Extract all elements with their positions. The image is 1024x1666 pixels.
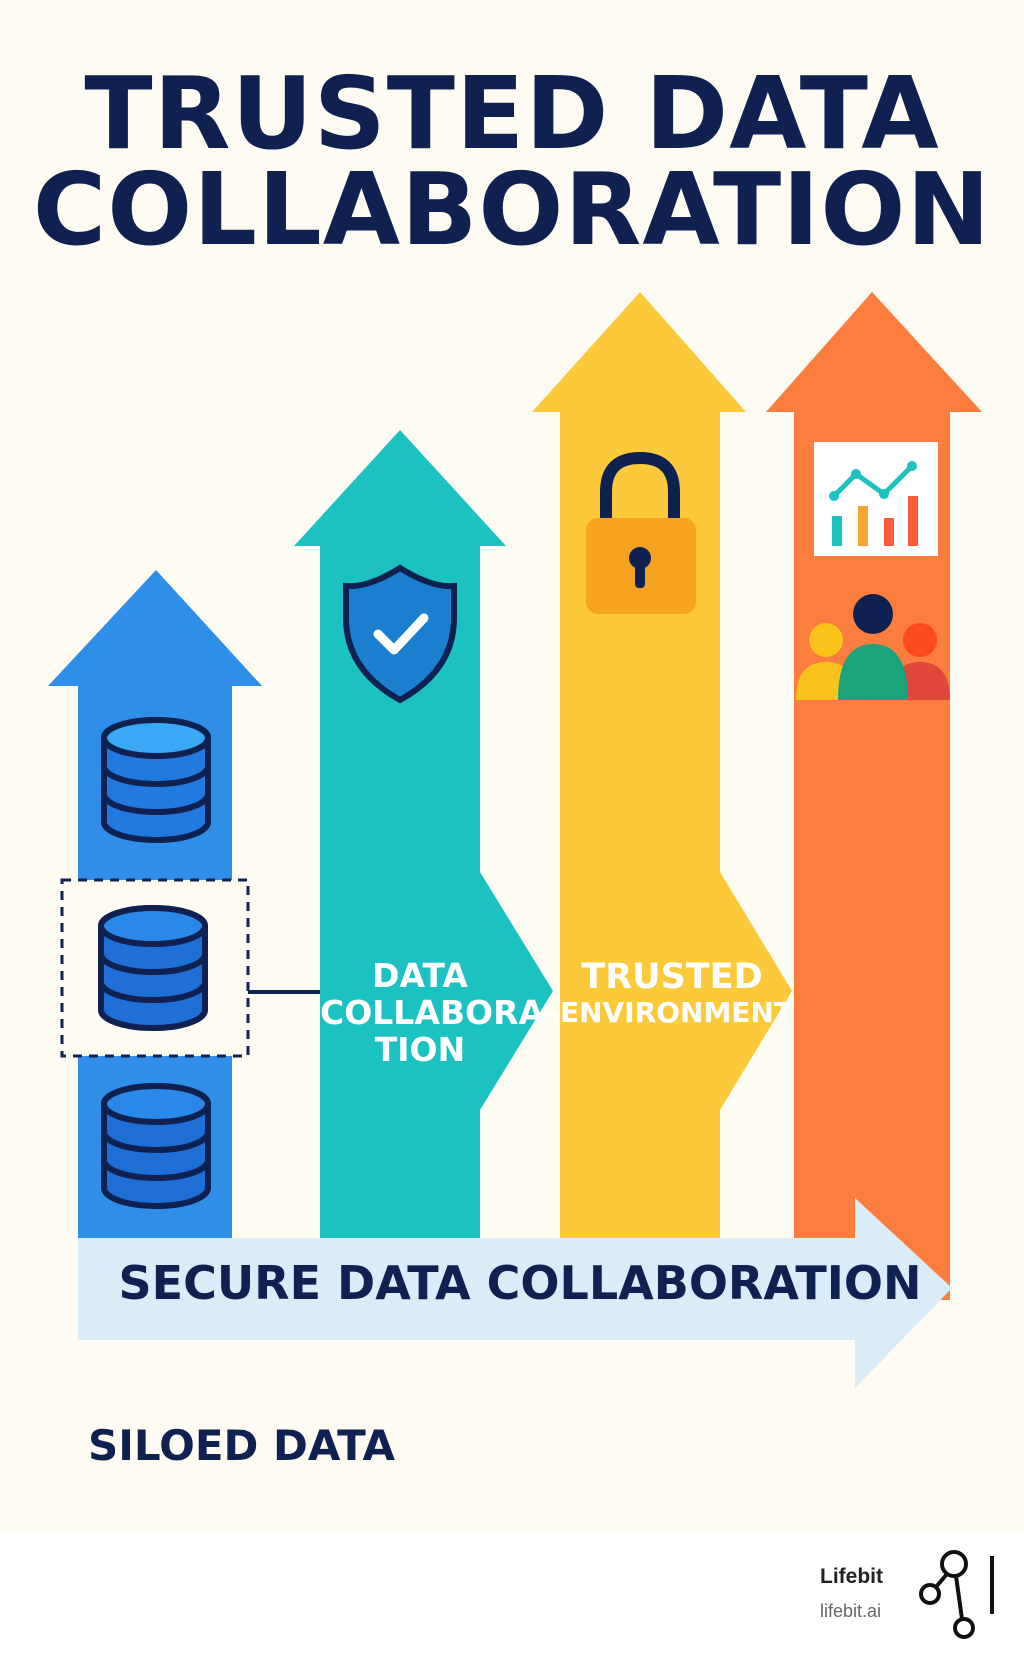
page-title-line-2: COLLABORATION bbox=[32, 151, 992, 268]
siloed-data-label: SILOED DATA bbox=[88, 1421, 396, 1470]
data-collaboration-label: DATA COLLABORA- TION bbox=[320, 956, 558, 1069]
secure-data-collaboration-label: SECURE DATA COLLABORATION bbox=[118, 1256, 922, 1310]
brand-name: Lifebit bbox=[820, 1565, 883, 1588]
team-icon bbox=[796, 594, 950, 700]
padlock-icon bbox=[586, 451, 696, 614]
brand-url: lifebit.ai bbox=[820, 1601, 882, 1621]
lifebit-logo-icon bbox=[919, 1550, 994, 1639]
trusted-environment-label: TRUSTED ENVIRONMENT bbox=[560, 957, 793, 1030]
page-title-line-1: TRUSTED DATA bbox=[84, 55, 940, 172]
data-collaboration-label-line-3: TION bbox=[374, 1029, 466, 1069]
data-collaboration-label-line-2: COLLABORA- bbox=[320, 992, 558, 1032]
data-collaboration-label-line-1: DATA bbox=[372, 956, 468, 995]
trusted-environment-label-line-1: TRUSTED bbox=[581, 957, 763, 997]
secure-collaboration-banner-arrow bbox=[78, 1198, 952, 1388]
trusted-environment-label-line-2: ENVIRONMENT bbox=[560, 996, 793, 1030]
analytics-chart-icon bbox=[814, 442, 938, 556]
database-icon bbox=[98, 905, 208, 1031]
database-icon bbox=[101, 717, 211, 843]
database-icon bbox=[101, 1083, 211, 1209]
footer-background bbox=[0, 1530, 1024, 1666]
shield-check-icon bbox=[343, 564, 457, 704]
